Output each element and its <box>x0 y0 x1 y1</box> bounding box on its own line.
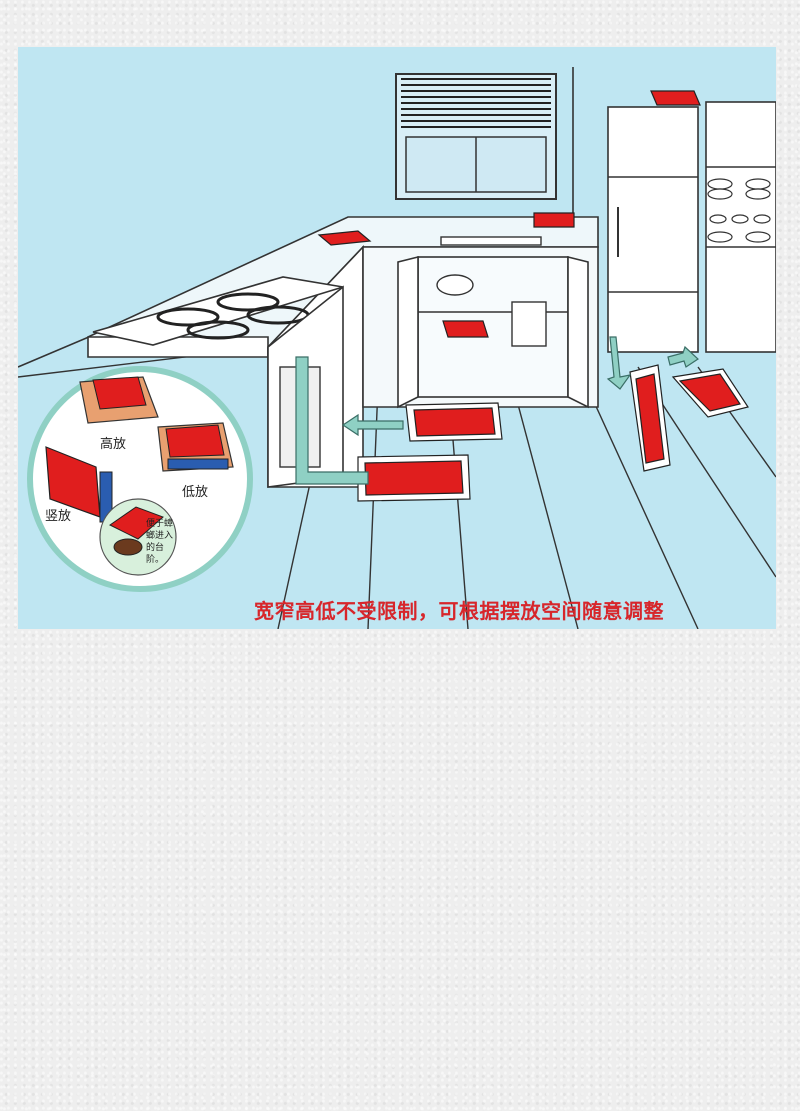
label-vertical: 竖放 <box>45 509 72 524</box>
detail-trap <box>109 506 164 540</box>
inset-circle <box>27 366 253 592</box>
arrows <box>295 336 699 485</box>
floor-lines <box>18 346 776 629</box>
refrigerator <box>607 106 699 353</box>
trap-fridge-top <box>650 90 701 106</box>
trap-cabinet <box>442 320 489 338</box>
illustration-panel: 高放 低放 竖放 便于蟑螂进入的台阶。 宽窄高低不受限制，可根据摆放空间随意调整 <box>18 47 776 629</box>
arrow-stove <box>295 356 369 485</box>
kitchen-illustration <box>18 67 776 629</box>
cockroach-icon <box>113 538 143 556</box>
trap-floor-front <box>364 460 464 496</box>
shelf-unit <box>705 101 776 353</box>
trap-floor-vertical <box>635 373 665 464</box>
arrow-fridge <box>606 336 632 390</box>
trap-counter-right <box>533 212 575 228</box>
trap-floor-center <box>413 407 496 437</box>
arrow-center <box>341 413 404 437</box>
trap-low-plate <box>167 458 229 470</box>
arrow-right <box>667 345 699 368</box>
sink-cabinet <box>397 236 589 409</box>
trap-counter-left <box>317 230 372 246</box>
label-high: 高放 <box>100 437 127 452</box>
tagline: 宽窄高低不受限制，可根据摆放空间随意调整 <box>254 599 664 623</box>
label-low: 低放 <box>182 485 209 500</box>
traps <box>317 90 749 502</box>
label-note: 便于蟑螂进入的台阶。 <box>146 519 174 565</box>
window <box>395 73 557 200</box>
trap-low <box>165 424 225 458</box>
trap-high <box>92 376 147 410</box>
trap-floor-right <box>678 373 741 412</box>
